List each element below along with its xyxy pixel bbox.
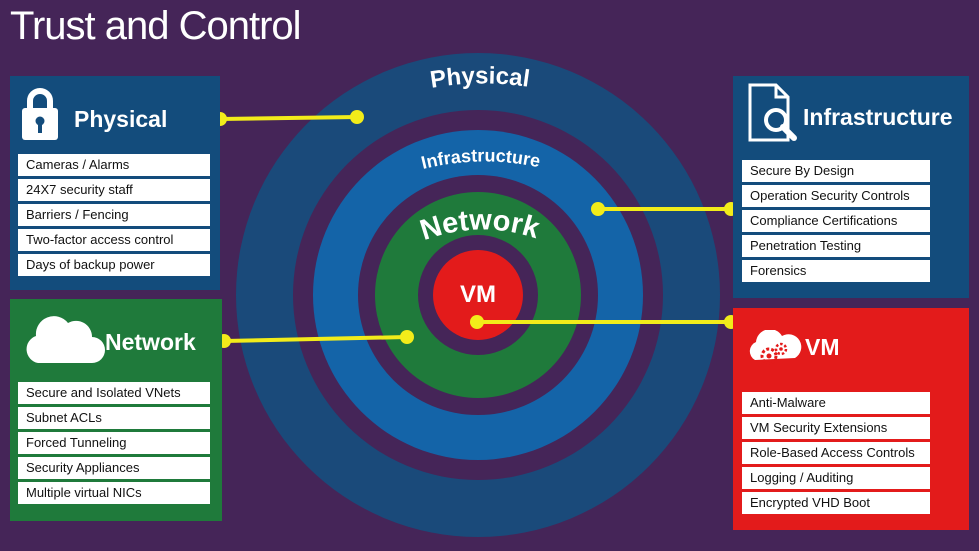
infrastructure-heading: Infrastructure — [803, 104, 953, 130]
document-search-icon — [748, 83, 797, 142]
list-item: Logging / Auditing — [742, 467, 930, 489]
network-panel: Network Secure and Isolated VNets Subnet… — [10, 299, 222, 521]
physical-panel: Physical Cameras / Alarms 24X7 security … — [10, 76, 220, 290]
list-item: Forensics — [742, 260, 930, 282]
list-item: Operation Security Controls — [742, 185, 930, 207]
list-item: Anti-Malware — [742, 392, 930, 414]
gears-icon — [749, 330, 802, 365]
infrastructure-panel: Infrastructure Secure By Design Operatio… — [733, 76, 969, 298]
vm-items-list: Anti-Malware VM Security Extensions Role… — [742, 392, 930, 517]
list-item: Cameras / Alarms — [18, 154, 210, 176]
cloud-icon — [26, 316, 105, 363]
network-heading: Network — [105, 329, 196, 355]
list-item: Secure and Isolated VNets — [18, 382, 210, 404]
physical-heading: Physical — [74, 106, 168, 132]
ring-label-vm: VM — [460, 281, 496, 308]
lock-icon — [22, 88, 58, 140]
vm-panel: VM Anti-Malware VM Security Extensions R… — [733, 308, 969, 530]
list-item: Forced Tunneling — [18, 432, 210, 454]
list-item: Role-Based Access Controls — [742, 442, 930, 464]
list-item: Encrypted VHD Boot — [742, 492, 930, 514]
list-item: Penetration Testing — [742, 235, 930, 257]
ring-label-physical: Physical — [428, 62, 531, 93]
vm-core — [433, 250, 523, 340]
list-item: Two-factor access control — [18, 229, 210, 251]
list-item: Security Appliances — [18, 457, 210, 479]
list-item: Compliance Certifications — [742, 210, 930, 232]
infrastructure-items-list: Secure By Design Operation Security Cont… — [742, 160, 930, 285]
physical-items-list: Cameras / Alarms 24X7 security staff Bar… — [18, 154, 210, 279]
list-item: Multiple virtual NICs — [18, 482, 210, 504]
list-item: Days of backup power — [18, 254, 210, 276]
list-item: Secure By Design — [742, 160, 930, 182]
page-title: Trust and Control — [10, 4, 302, 48]
network-items-list: Secure and Isolated VNets Subnet ACLs Fo… — [18, 382, 210, 507]
list-item: Barriers / Fencing — [18, 204, 210, 226]
vm-heading: VM — [805, 334, 840, 360]
list-item: 24X7 security staff — [18, 179, 210, 201]
list-item: VM Security Extensions — [742, 417, 930, 439]
list-item: Subnet ACLs — [18, 407, 210, 429]
